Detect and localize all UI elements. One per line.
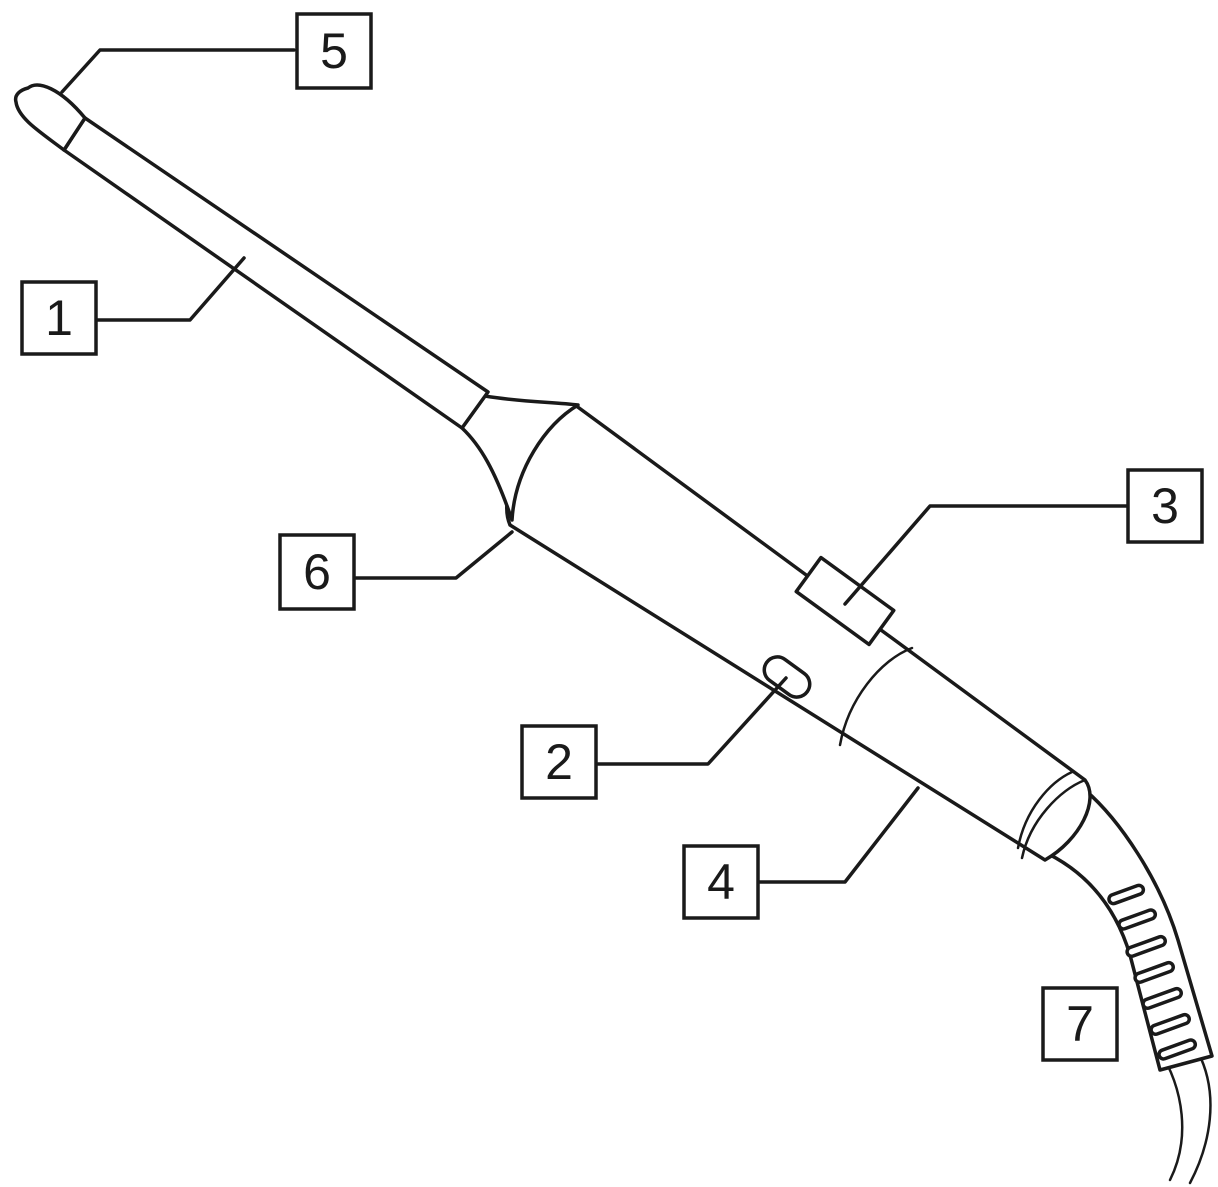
callout-6-label: 6 — [303, 544, 331, 600]
leader-line-5 — [60, 48, 296, 94]
callout-7: 7 — [1041, 986, 1119, 1062]
probe-collar — [460, 394, 580, 522]
leader-lines — [60, 48, 1130, 884]
callout-3: 3 — [1126, 468, 1204, 544]
callout-5-label: 5 — [320, 23, 348, 79]
callout-6: 6 — [278, 533, 356, 611]
display-window — [794, 555, 896, 647]
callout-2: 2 — [520, 724, 598, 800]
probe-shaft — [13, 83, 490, 430]
callout-5: 5 — [295, 12, 373, 90]
leader-line-4 — [756, 786, 920, 884]
leader-line-6 — [354, 530, 514, 580]
strain-relief — [1038, 788, 1214, 1072]
callout-1-label: 1 — [45, 290, 73, 346]
leader-line-1 — [95, 256, 246, 322]
callout-3-label: 3 — [1151, 478, 1179, 534]
strain-relief-slots — [1107, 883, 1198, 1061]
callout-4-label: 4 — [707, 854, 735, 910]
callout-7-label: 7 — [1066, 996, 1094, 1052]
callout-2-label: 2 — [545, 734, 573, 790]
callout-1: 1 — [20, 280, 98, 356]
leader-line-3 — [843, 504, 1130, 606]
callout-4: 4 — [682, 844, 760, 920]
leader-line-2 — [596, 676, 788, 766]
